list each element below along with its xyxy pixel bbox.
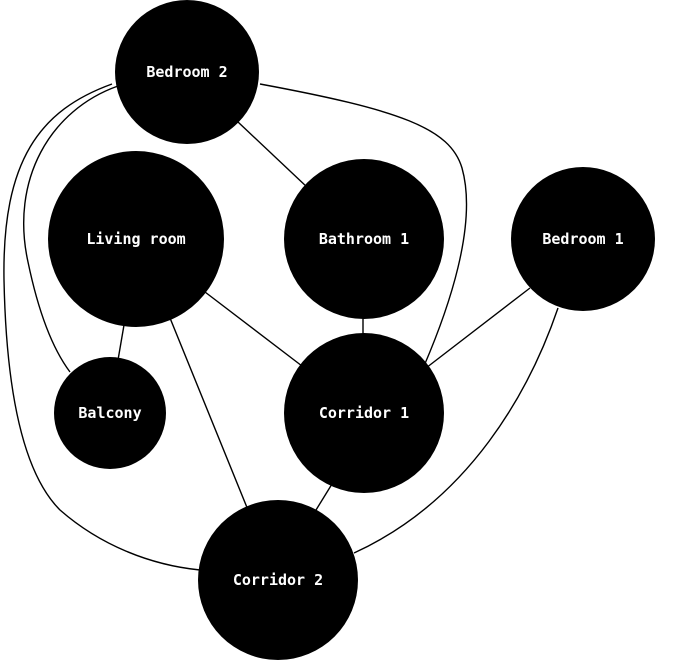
node-circle [115,0,259,144]
node-circle [284,159,444,319]
node-circle [54,357,166,469]
edge-bedroom2-corridor1 [259,83,468,367]
node-bedroom-1: Bedroom 1 [511,167,655,311]
edge-bedroom1-corridor1 [425,287,531,369]
node-label: Bedroom 2 [146,63,227,81]
node-circle [198,500,358,660]
edge-living-corridor1 [204,291,303,367]
edge-living-balcony [117,324,125,361]
edge-bedroom2-corridor2 [3,83,201,571]
node-bathroom-1: Bathroom 1 [284,159,444,319]
edge-bedroom2-balcony [23,85,119,373]
node-label: Bathroom 1 [319,230,409,248]
edges [3,83,559,571]
node-circle [284,333,444,493]
edge-bedroom2-bathroom1 [237,121,309,189]
node-label: Balcony [78,404,141,422]
node-label: Corridor 1 [319,404,409,422]
node-corridor-1: Corridor 1 [284,333,444,493]
node-label: Corridor 2 [233,571,323,589]
edge-bedroom1-corridor2 [353,307,559,554]
node-label: Bedroom 1 [542,230,623,248]
node-corridor-2: Corridor 2 [198,500,358,660]
edge-living-corridor2 [169,317,249,511]
node-circle [511,167,655,311]
node-label: Living room [86,230,185,248]
node-circle [48,151,224,327]
edge-corridor1-corridor2 [315,483,333,511]
node-balcony: Balcony [54,357,166,469]
node-living-room: Living room [48,151,224,327]
node-bedroom-2: Bedroom 2 [115,0,259,144]
